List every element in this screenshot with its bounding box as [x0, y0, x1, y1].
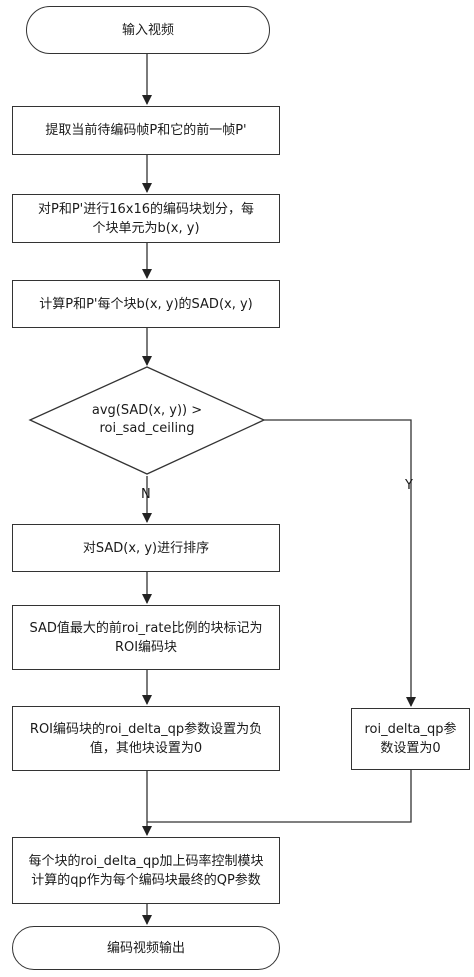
step-set-negative-qp: ROI编码块的roi_delta_qp参数设置为负 值，其他块设置为0 [12, 706, 280, 771]
step-sort-sad-label: 对SAD(x, y)进行排序 [82, 540, 210, 556]
step-final-qp-line1: 每个块的roi_delta_qp加上码率控制模块 [28, 853, 264, 869]
step-mark-roi-line2: ROI编码块 [114, 639, 178, 655]
decision-line2: roi_sad_ceiling [99, 421, 195, 436]
branch-no-label: N [141, 487, 151, 502]
step-extract-frames-label: 提取当前待编码帧P和它的前一帧P' [45, 123, 247, 138]
end-terminal: 编码视频输出 [12, 926, 280, 970]
step-sort-sad: 对SAD(x, y)进行排序 [12, 524, 280, 572]
end-label: 编码视频输出 [106, 940, 185, 956]
step-compute-sad: 计算P和P'每个块b(x, y)的SAD(x, y) [12, 280, 280, 328]
step-set-zero-qp: roi_delta_qp参 数设置为0 [351, 708, 470, 770]
step-block-partition: 对P和P'进行16x16的编码块划分，每 个块单元为b(x, y) [12, 194, 280, 243]
start-label: 输入视频 [121, 22, 174, 38]
arrow-decision-to-zero [264, 419, 416, 707]
start-terminal: 输入视频 [26, 6, 270, 54]
step-set-negative-qp-line1: ROI编码块的roi_delta_qp参数设置为负 [29, 721, 263, 737]
step-set-zero-qp-line1: roi_delta_qp参 [364, 722, 457, 737]
step-final-qp: 每个块的roi_delta_qp加上码率控制模块 计算的qp作为每个编码块最终的… [12, 837, 280, 904]
step-final-qp-line2: 计算的qp作为每个编码块最终的QP参数 [31, 872, 261, 888]
branch-yes-label: Y [405, 478, 413, 493]
step-mark-roi: SAD值最大的前roi_rate比例的块标记为 ROI编码块 [12, 605, 280, 670]
step-mark-roi-line1: SAD值最大的前roi_rate比例的块标记为 [29, 620, 263, 636]
step-compute-sad-label: 计算P和P'每个块b(x, y)的SAD(x, y) [39, 296, 253, 312]
step-block-partition-line1: 对P和P'进行16x16的编码块划分，每 [37, 201, 255, 217]
step-set-negative-qp-line2: 值，其他块设置为0 [89, 740, 203, 756]
decision-text: avg(SAD(x, y)) > roi_sad_ceiling [47, 402, 247, 438]
decision-line1: avg(SAD(x, y)) > [91, 403, 203, 418]
step-extract-frames: 提取当前待编码帧P和它的前一帧P' [12, 106, 280, 155]
line-zero-to-merge [147, 770, 412, 823]
step-block-partition-line2: 个块单元为b(x, y) [92, 220, 200, 236]
step-set-zero-qp-line2: 数设置为0 [380, 741, 441, 756]
decision-diamond [28, 366, 266, 475]
